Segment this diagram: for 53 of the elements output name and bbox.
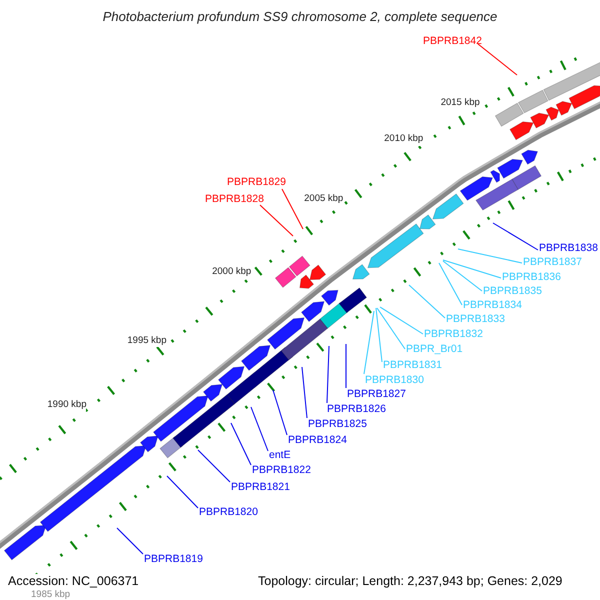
gene-label: PBPR_Br01	[406, 343, 463, 355]
title: Photobacterium profundum SS9 chromosome 2, complete sequence	[102, 9, 498, 25]
gene-label: PBPRB1819	[144, 553, 203, 565]
leader-line	[492, 222, 538, 250]
gene-label: PBPRB1831	[383, 359, 442, 371]
leader-line	[380, 306, 424, 334]
leader-line	[116, 528, 144, 554]
gene-label: entE	[269, 449, 291, 461]
leader-line	[272, 390, 288, 436]
gene-label: PBPRB1837	[523, 256, 582, 268]
leader-line	[408, 284, 446, 318]
leader-line	[230, 422, 252, 466]
scale-label: 1990 kbp	[47, 398, 86, 412]
gene-label: PBPRB1824	[288, 434, 347, 446]
scale-label: 2010 kbp	[384, 133, 424, 146]
leader-line	[442, 260, 502, 278]
gene-label: PBPRB1820	[199, 506, 258, 518]
leader-line	[478, 44, 518, 76]
leader-line	[442, 260, 482, 292]
gene-label: PBPRB1821	[231, 481, 290, 493]
gene-label: PBPRB1829	[227, 176, 286, 188]
gene-label: PBPRB1827	[347, 388, 406, 400]
leader-line	[198, 450, 230, 482]
leader-line	[364, 310, 374, 374]
gene-label: PBPRB1832	[424, 328, 483, 340]
gene-label: PBPRB1835	[483, 285, 542, 297]
leader-line	[250, 406, 268, 452]
leader-line	[458, 248, 522, 264]
gene-label: PBPRB1830	[365, 374, 424, 386]
gene-label: PBPRB1825	[308, 418, 367, 430]
leader-line	[260, 204, 294, 236]
leader-line	[326, 346, 330, 404]
gene-label: PBPRB1826	[327, 403, 386, 415]
gene-label: PBPRB1838	[539, 242, 598, 254]
gene-label: PBPRB1836	[502, 271, 561, 283]
gene-label: PBPRB1828	[205, 193, 264, 205]
leader-line	[376, 308, 382, 362]
leader-line	[166, 476, 198, 508]
scale-label: 1985 kbp	[31, 589, 70, 600]
gene-label: PBPRB1822	[252, 464, 311, 476]
leader-line	[302, 366, 308, 418]
accession-text: Accession: NC_006371	[8, 574, 139, 590]
gene-label: PBPRB1833	[446, 313, 505, 325]
gene-label: PBPRB1834	[463, 299, 522, 311]
leader-line	[282, 188, 304, 230]
scale-label: 2015 kbp	[440, 96, 480, 110]
leader-line	[376, 308, 406, 350]
gene-label: PBPRB1842	[423, 35, 482, 47]
scale-label: 2000 kbp	[212, 266, 252, 278]
topology-text: Topology: circular; Length: 2,237,943 bp; Genes: 2,029	[258, 574, 562, 590]
scale-label: 1995 kbp	[127, 334, 166, 348]
scale-label: 2005 kbp	[304, 193, 344, 206]
leader-line	[438, 262, 462, 306]
